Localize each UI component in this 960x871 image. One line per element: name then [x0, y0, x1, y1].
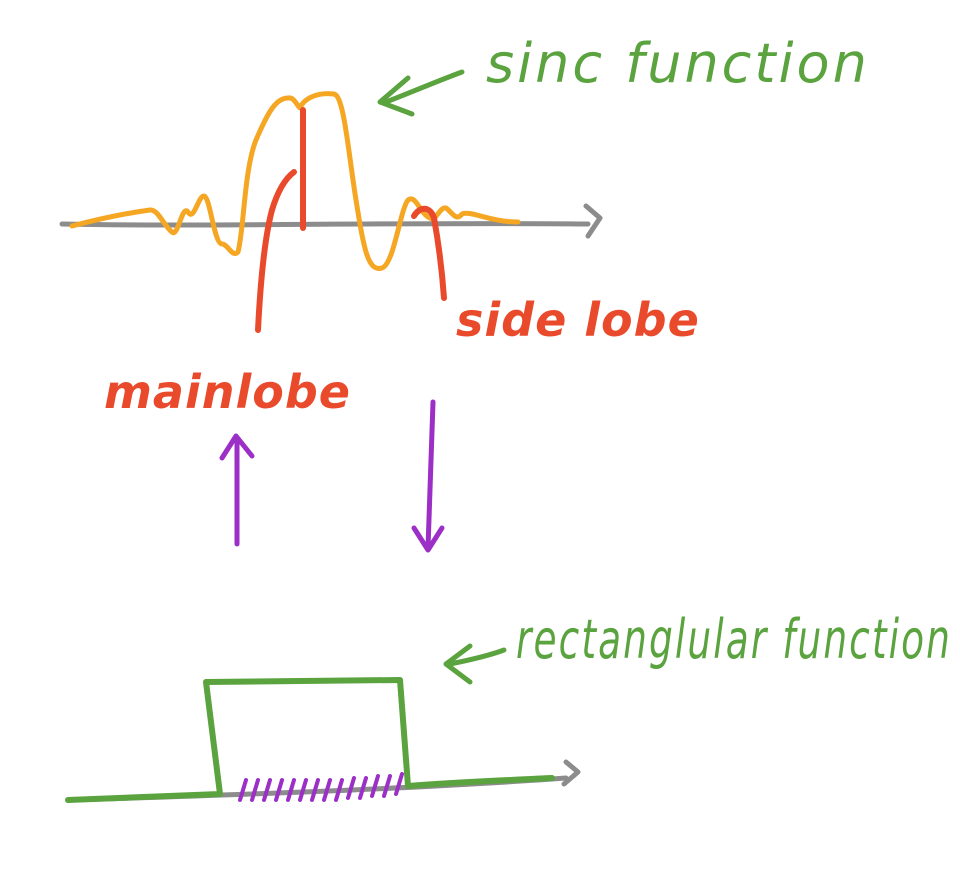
rect-group: rectanglular function [65, 608, 952, 803]
sidelobe-pointer [411, 205, 447, 301]
mainlobe-pointer [255, 169, 297, 333]
sinc-x-axis-arrowhead [583, 203, 603, 239]
up-arrow-head [219, 433, 255, 461]
sinc-function-label: sinc function [486, 32, 870, 95]
rect-width-hatching [238, 772, 404, 802]
rect-label-arrow-head [443, 643, 473, 685]
rect-label-arrow-shaft [447, 647, 507, 667]
sinc-group: sinc function side lobe mainlobe [59, 32, 870, 419]
mainlobe-label: mainlobe [104, 365, 351, 419]
down-arrow-head [411, 525, 445, 553]
sinc-label-arrow-head [377, 75, 415, 117]
rect-x-axis-arrowhead [561, 759, 581, 787]
rect-function-shape [65, 677, 555, 803]
side-lobe-label: side lobe [456, 293, 700, 347]
sinc-curve [69, 91, 521, 271]
sinc-label-arrow-shaft [383, 69, 465, 105]
rectangular-function-label: rectanglular function [516, 608, 952, 671]
transform-arrows [219, 399, 445, 553]
down-arrow-shaft [425, 399, 436, 551]
